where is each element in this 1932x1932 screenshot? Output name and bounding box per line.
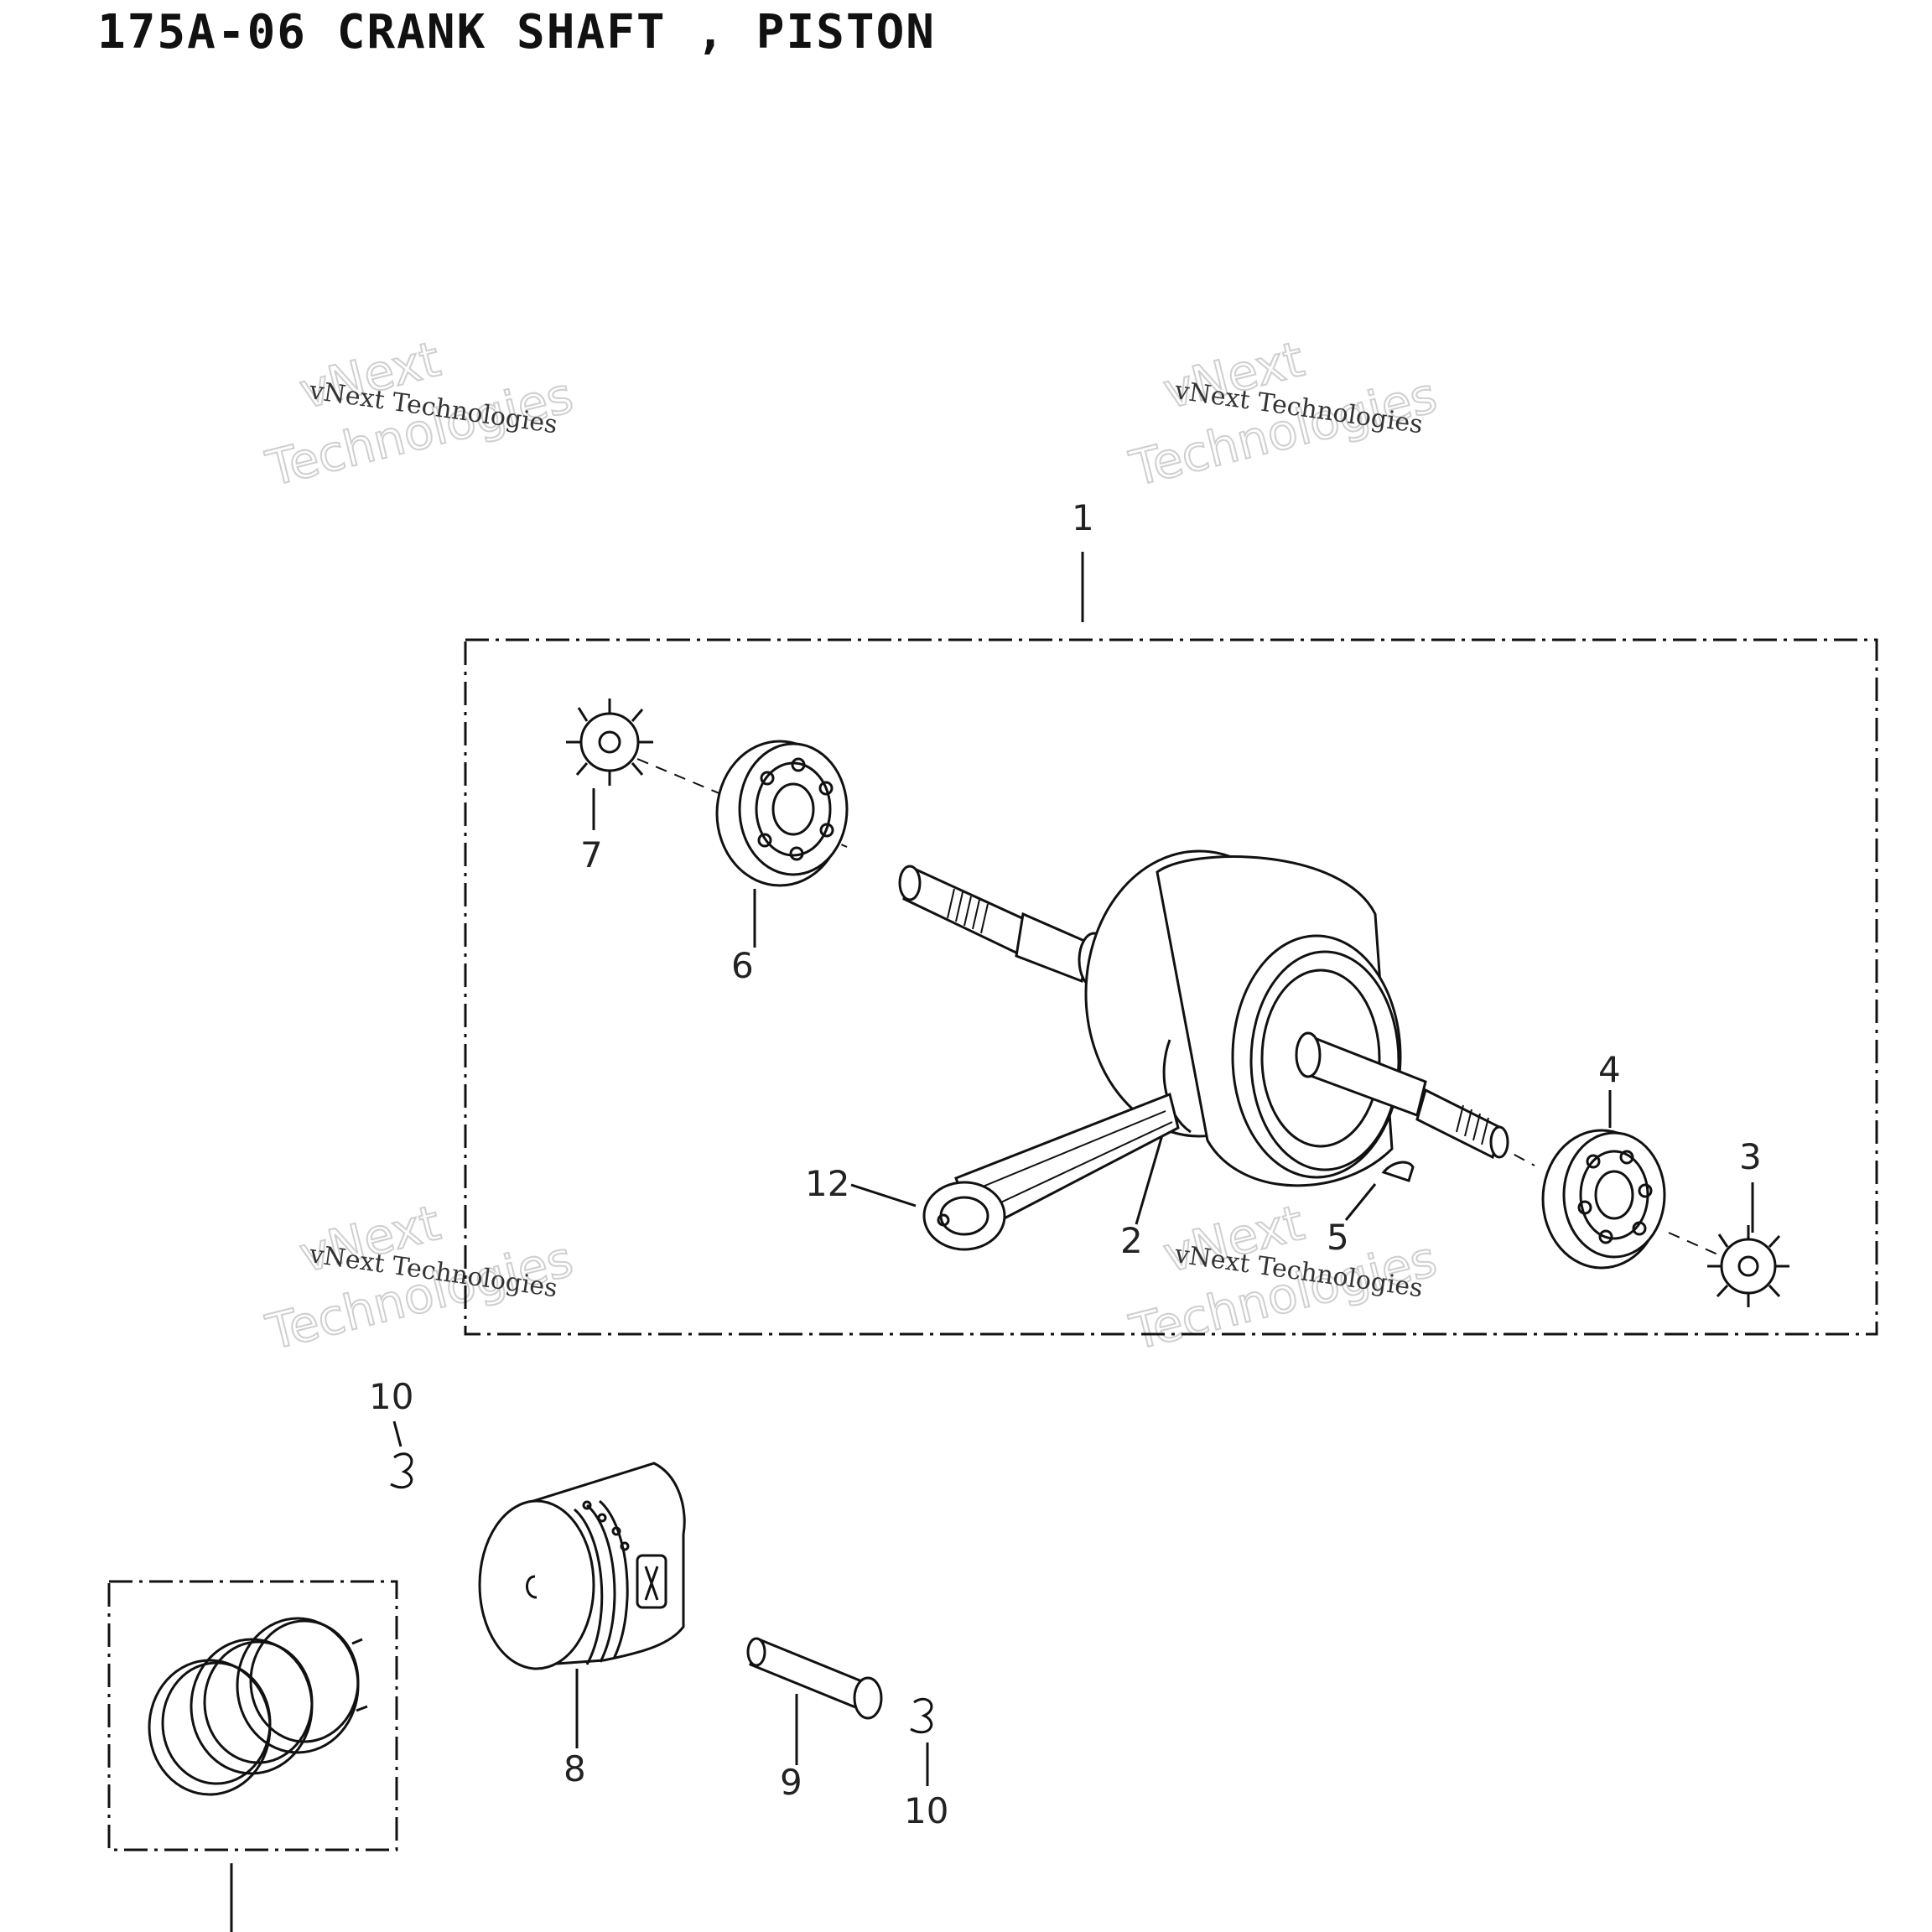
callout-12: 12 bbox=[805, 1163, 849, 1204]
circlip-lower bbox=[910, 1697, 933, 1734]
callout-6: 6 bbox=[731, 945, 754, 986]
crankshaft-assembly-box bbox=[464, 638, 1878, 1336]
callout-9: 9 bbox=[780, 1762, 802, 1803]
leader-line-10-upper bbox=[392, 1420, 402, 1447]
lock-washer-right bbox=[1707, 1225, 1789, 1307]
leader-line-12 bbox=[850, 1183, 917, 1208]
callout-2: 2 bbox=[1120, 1220, 1143, 1261]
leader-line-5 bbox=[1344, 1183, 1377, 1221]
bearing-right bbox=[1541, 1129, 1666, 1270]
callout-5: 5 bbox=[1327, 1217, 1349, 1258]
piston-rings bbox=[148, 1617, 368, 1796]
lock-washer-left bbox=[566, 699, 653, 786]
crankshaft-right-shaft bbox=[1295, 1031, 1509, 1160]
crankshaft-left-shaft bbox=[898, 865, 1111, 989]
callout-8: 8 bbox=[564, 1748, 586, 1789]
diagram-title: 175A-06 CRANK SHAFT , PISTON bbox=[97, 5, 937, 60]
circlip-upper bbox=[390, 1452, 413, 1489]
callout-3: 3 bbox=[1739, 1136, 1762, 1177]
bearing-left bbox=[715, 740, 849, 887]
callout-10-lower: 10 bbox=[904, 1790, 948, 1831]
callout-10-upper: 10 bbox=[369, 1376, 413, 1417]
callout-1: 1 bbox=[1072, 497, 1094, 538]
leader-line-2 bbox=[1135, 1123, 1167, 1225]
piston-pin bbox=[746, 1637, 883, 1720]
connecting-rod bbox=[922, 1092, 1180, 1251]
piston-ring-box bbox=[107, 1580, 398, 1852]
woodruff-key bbox=[1381, 1161, 1415, 1182]
callout-7: 7 bbox=[580, 834, 603, 875]
callout-4: 4 bbox=[1598, 1049, 1621, 1090]
piston bbox=[478, 1462, 686, 1670]
